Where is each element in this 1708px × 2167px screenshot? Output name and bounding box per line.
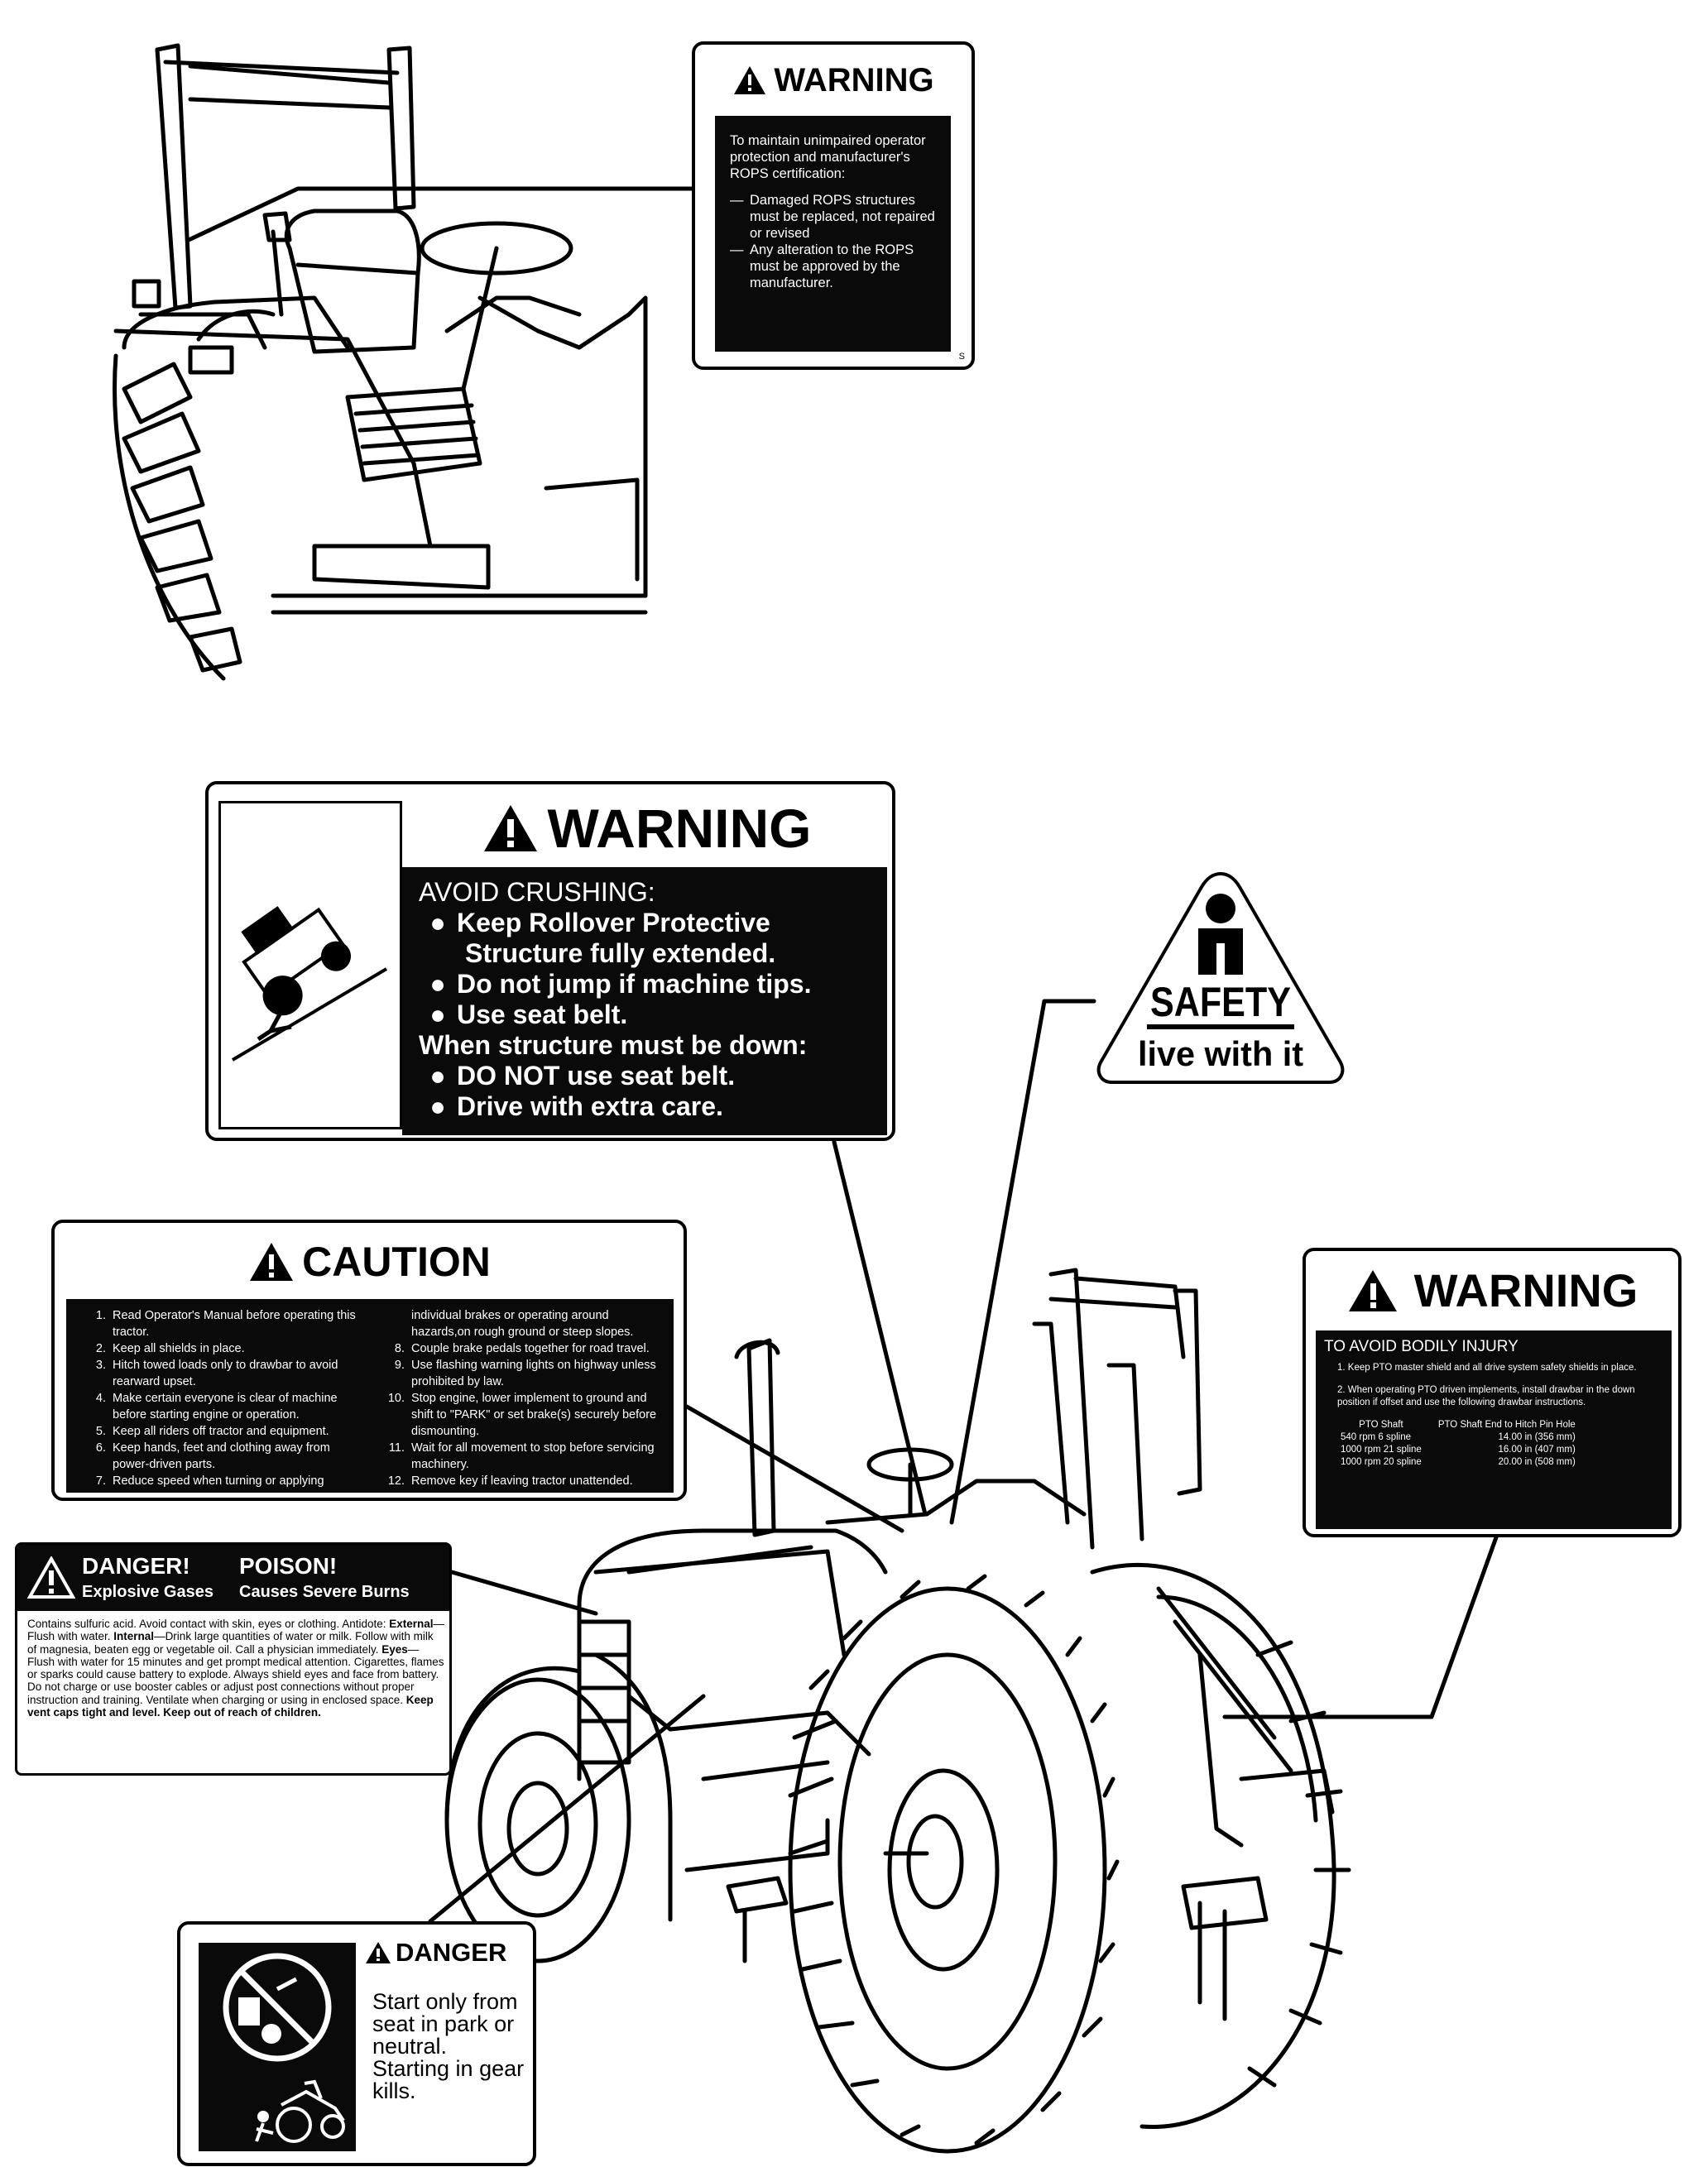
avoid-crushing-heading: AVOID CRUSHING:	[419, 877, 655, 907]
rops-warning-intro: To maintain unimpaired operator protecti…	[730, 133, 926, 181]
battery-danger-body: Contains sulfuric acid. Avoid contact wi…	[27, 1618, 445, 1719]
severe-burns-label: Causes Severe Burns	[239, 1583, 410, 1601]
start-in-gear-pictogram	[199, 1943, 356, 2151]
caution-item: 10.Stop engine, lower implement to groun…	[387, 1392, 657, 1438]
caution-left-column: 1.Read Operator's Manual before operatin…	[78, 1307, 363, 1488]
avoid-crushing-item-cont: Structure fully extended.	[465, 938, 776, 968]
person-head-icon	[1206, 894, 1235, 923]
battery-danger-decal: DANGER! POISON! Explosive Gases Causes S…	[15, 1542, 452, 1776]
warning-triangle-icon	[250, 1243, 294, 1281]
danger-label: DANGER!	[82, 1553, 190, 1579]
caution-right-column: individual brakes or operating around ha…	[377, 1307, 662, 1488]
safety-triangle-line2: live with it	[1138, 1034, 1303, 1073]
rops-warning-decal: WARNING To maintain unimpaired operator …	[692, 41, 975, 370]
caution-item: 6.Keep hands, feet and clothing away fro…	[95, 1441, 330, 1471]
rops-closeup-illustration	[113, 43, 648, 681]
pto-spec-table: PTO Shaft PTO Shaft End to Hitch Pin Hol…	[1332, 1419, 1584, 1469]
avoid-crushing-item: ●Use seat belt.	[429, 1000, 628, 1029]
battery-danger-header: DANGER! POISON! Explosive Gases Causes S…	[17, 1545, 449, 1611]
avoid-crushing-title-row: WARNING	[402, 791, 890, 865]
caution-item: 11.Wait for all movement to stop before …	[388, 1441, 655, 1471]
caution-item: 5.Keep all riders off tractor and equipm…	[95, 1425, 329, 1438]
avoid-crushing-item: ●DO NOT use seat belt.	[429, 1061, 736, 1091]
rops-warning-title-row: WARNING	[695, 45, 972, 116]
avoid-crushing-panel: AVOID CRUSHING: ●Keep Rollover Protectiv…	[402, 867, 887, 1135]
caution-item: 4.Make certain everyone is clear of mach…	[95, 1392, 338, 1421]
caution-item: 1.Read Operator's Manual before operatin…	[95, 1309, 356, 1339]
no-start-from-ground-icon	[223, 1953, 345, 2143]
avoid-crushing-item: ●Drive with extra care.	[429, 1091, 723, 1121]
start-danger-body: Start only from seat in park or neutral.…	[372, 1989, 525, 2103]
avoid-crushing-subheading: When structure must be down:	[419, 1030, 808, 1060]
warning-triangle-icon	[1348, 1270, 1397, 1311]
start-danger-title-row: DANGER	[364, 1939, 506, 1965]
rops-warning-corner-mark: S	[958, 352, 965, 362]
rops-warning-panel: To maintain unimpaired operator protecti…	[715, 116, 951, 352]
poison-label: POISON!	[239, 1553, 338, 1579]
safety-triangle-decal: SAFETY live with it	[1092, 867, 1349, 1089]
warning-triangle-icon	[366, 1941, 391, 1963]
leader-lines	[186, 186, 1499, 1924]
pto-warning-title-row: WARNING	[1306, 1251, 1678, 1330]
caution-item: 7.Reduce speed when turning or applying	[95, 1474, 324, 1488]
rops-warning-item: —Damaged ROPS structures must be replace…	[730, 193, 935, 241]
caution-item: 3.Hitch towed loads only to drawbar to a…	[95, 1359, 338, 1388]
warning-triangle-icon	[27, 1556, 75, 1599]
table-row: PTO Shaft PTO Shaft End to Hitch Pin Hol…	[1359, 1420, 1576, 1430]
avoid-crushing-warning-decal: WARNING AVOID CRUSHING: ●Keep Rollover P…	[205, 781, 895, 1141]
pto-warning-decal: WARNING TO AVOID BODILY INJURY 1. Keep P…	[1303, 1248, 1682, 1537]
caution-item-cont: individual brakes or operating around ha…	[411, 1309, 634, 1339]
pto-warning-paragraph: 1. Keep PTO master shield and all drive …	[1337, 1363, 1637, 1373]
rops-warning-title: WARNING	[774, 62, 934, 98]
start-danger-title: DANGER	[396, 1938, 507, 1967]
caution-item: 8.Couple brake pedals together for road …	[394, 1342, 650, 1355]
caution-item: 9.Use flashing warning lights on highway…	[394, 1359, 656, 1388]
rops-warning-item: —Any alteration to the ROPS must be appr…	[730, 242, 914, 290]
pto-warning-panel: TO AVOID BODILY INJURY 1. Keep PTO maste…	[1316, 1330, 1672, 1529]
pto-warning-paragraph: 2. When operating PTO driven implements,…	[1337, 1385, 1635, 1407]
safety-triangle-line1: SAFETY	[1150, 979, 1291, 1025]
avoid-crushing-item: ●Do not jump if machine tips.	[429, 969, 812, 999]
rollover-pictogram	[218, 801, 402, 1129]
explosive-gases-label: Explosive Gases	[82, 1583, 214, 1601]
caution-item: 2.Keep all shields in place.	[95, 1342, 245, 1355]
tractor-rear-view-illustration	[444, 1268, 1351, 2154]
caution-title-row: CAUTION	[55, 1223, 684, 1301]
pto-warning-title: WARNING	[1413, 1264, 1638, 1316]
avoid-crushing-item: ●Keep Rollover Protective	[429, 908, 770, 937]
caution-panel: 1.Read Operator's Manual before operatin…	[66, 1299, 674, 1493]
caution-item: 12.Remove key if leaving tractor unatten…	[387, 1474, 633, 1488]
safety-triangle-shape: SAFETY live with it	[1096, 871, 1345, 1084]
avoid-crushing-title: WARNING	[547, 798, 812, 859]
start-in-gear-danger-decal: DANGER Start only from seat in park or n…	[177, 1921, 536, 2166]
warning-triangle-icon	[734, 66, 766, 94]
tractor-rollover-icon	[231, 906, 388, 1062]
pto-warning-heading: TO AVOID BODILY INJURY	[1324, 1338, 1518, 1355]
caution-title: CAUTION	[302, 1239, 491, 1285]
caution-decal: CAUTION 1.Read Operator's Manual before …	[51, 1220, 687, 1501]
warning-triangle-icon	[483, 805, 537, 851]
